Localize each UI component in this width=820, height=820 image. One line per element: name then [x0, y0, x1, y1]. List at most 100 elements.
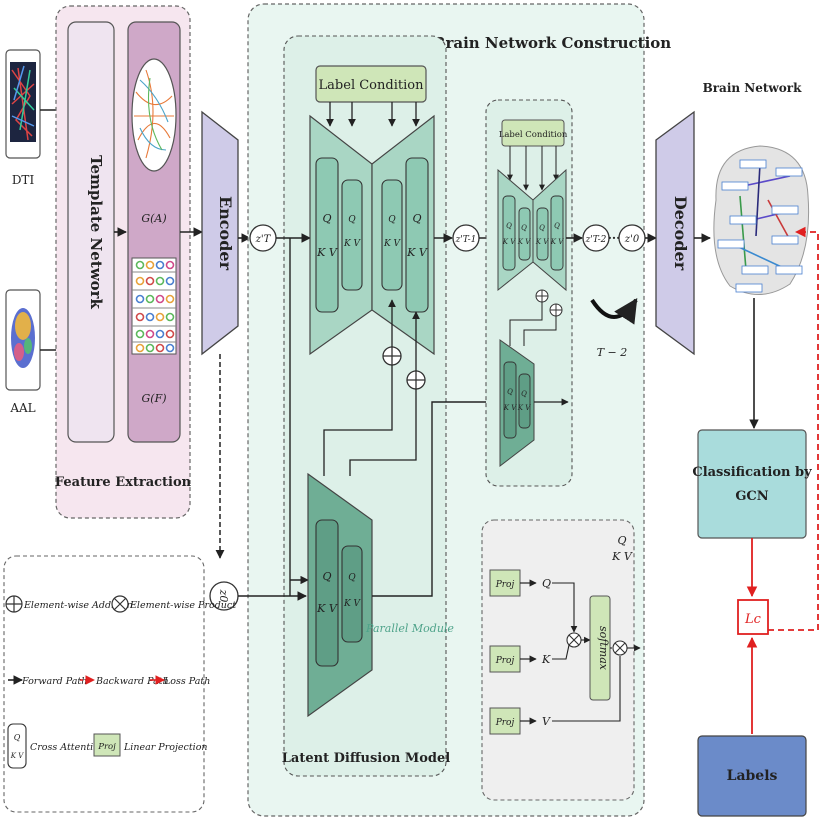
legend-cross-attention: Q K V Cross Attention [7, 723, 105, 769]
decoder-block: Decoder [655, 110, 695, 356]
svg-text:Proj: Proj [97, 742, 116, 752]
legend: Element-wise Addition Element-wise Produ… [3, 555, 236, 813]
svg-text:K V: K V [343, 599, 362, 609]
svg-text:Q: Q [507, 388, 513, 396]
svg-text:Q: Q [521, 224, 527, 232]
svg-text:K V: K V [316, 246, 338, 259]
svg-text:Proj: Proj [495, 718, 515, 728]
svg-text:softmax: softmax [597, 626, 610, 671]
svg-text:Cross Attention: Cross Attention [30, 742, 105, 753]
svg-text:Forward Path: Forward Path [21, 676, 87, 687]
classification-gcn-box: Classification by GCN [692, 429, 812, 539]
graph-f-icon [131, 257, 177, 355]
svg-text:Q: Q [412, 212, 421, 225]
graph-f-label: G(F) [141, 392, 166, 405]
svg-text:Element-wise Addition: Element-wise Addition [23, 600, 133, 611]
construction-title: Brain Network Construction [433, 34, 672, 52]
svg-text:Q: Q [617, 534, 626, 547]
svg-text:GCN: GCN [735, 489, 768, 504]
svg-text:K V: K V [550, 238, 564, 246]
svg-text:K V: K V [517, 404, 531, 412]
feature-extraction-panel: Template Network G(A) G(F) Featur [55, 5, 192, 519]
element-add-2 [406, 370, 426, 390]
legend-paths: Forward Path Backward Path Loss Path [8, 675, 210, 687]
parallel-module-label: Parallel Module [365, 622, 454, 635]
node-z-t2: z'T-2 [582, 224, 610, 252]
svg-text:Q: Q [554, 222, 560, 230]
node-z0: z0 [209, 581, 239, 611]
backward-path [768, 226, 819, 631]
node-z-t: z'T [249, 224, 277, 252]
svg-text:K V: K V [10, 752, 24, 760]
svg-text:Element-wise Product: Element-wise Product [129, 600, 236, 611]
template-network-label: Template Network [87, 155, 105, 309]
svg-text:Loss Path: Loss Path [163, 676, 210, 687]
node-z-t1: z'T-1 [452, 224, 480, 252]
svg-text:z'0: z'0 [624, 234, 640, 245]
svg-text:Labels: Labels [727, 768, 778, 784]
svg-text:K V: K V [316, 602, 338, 615]
svg-text:K V: K V [343, 239, 362, 249]
svg-text:Linear Projection: Linear Projection [123, 742, 208, 753]
svg-text:Proj: Proj [495, 656, 515, 666]
svg-text:Q: Q [348, 215, 356, 225]
diffusion-step-box: Label Condition Q K V Q K V Q K V Q K V [485, 99, 573, 487]
brain-network-icon [713, 145, 810, 295]
svg-text:K V: K V [502, 238, 516, 246]
svg-text:Q: Q [539, 224, 545, 232]
input-aal: AAL [5, 289, 41, 415]
svg-text:z'T-2: z'T-2 [585, 235, 607, 245]
feature-extraction-title: Feature Extraction [55, 475, 192, 490]
svg-text:K V: K V [611, 550, 633, 563]
svg-text:Q: Q [506, 222, 512, 230]
svg-text:Q: Q [521, 390, 527, 398]
qkv-block-2 [341, 179, 363, 291]
svg-text:V: V [542, 715, 551, 728]
svg-text:Q: Q [348, 573, 356, 583]
svg-text:Backward Path: Backward Path [95, 676, 169, 687]
graph-a-icon [131, 58, 177, 172]
svg-text:Lc: Lc [744, 612, 762, 627]
label-condition-box: Label Condition [315, 65, 427, 103]
softmax-box: softmax [589, 595, 611, 701]
node-z-0prime: z'0 [618, 224, 646, 252]
legend-element-add: Element-wise Addition [5, 595, 133, 613]
proj-v: Proj [489, 707, 521, 735]
arrow-parallel-out [372, 397, 501, 597]
qkv-block-3 [381, 179, 403, 291]
ellipsis: ··· [608, 231, 621, 245]
qkv-block-4 [405, 157, 429, 313]
svg-text:K V: K V [517, 238, 531, 246]
input-dti: DTI [5, 49, 41, 187]
label-condition-small-text: Label Condition [499, 130, 568, 140]
unet-main: Q K V Q K V Q K V Q K V [309, 114, 435, 356]
svg-text:Q: Q [322, 570, 331, 583]
svg-text:Proj: Proj [495, 580, 515, 590]
svg-text:Q: Q [322, 212, 331, 225]
loop-label: T − 2 [597, 346, 628, 359]
svg-text:K V: K V [535, 238, 549, 246]
svg-text:z0: z0 [217, 589, 230, 603]
parallel-module: Q K V Q K V Parallel Module [307, 472, 454, 718]
encoder-label: Encoder [216, 196, 235, 271]
svg-text:Q: Q [14, 733, 21, 742]
svg-text:K: K [541, 653, 551, 666]
labels-box: Labels [697, 735, 807, 817]
legend-linear-projection: Proj Linear Projection [93, 733, 208, 757]
decoder-label: Decoder [671, 196, 690, 271]
graph-a-label: G(A) [141, 212, 166, 225]
encoder-block: Encoder [201, 110, 239, 356]
proj-k: Proj [489, 645, 521, 673]
aal-label: AAL [9, 401, 35, 415]
svg-text:z'T: z'T [255, 234, 272, 245]
dti-label: DTI [12, 173, 35, 187]
svg-text:z'T-1: z'T-1 [455, 235, 477, 245]
brain-network-title: Brain Network [703, 81, 803, 95]
loss-box: Lc [737, 599, 769, 635]
qkv-block-1 [315, 157, 339, 313]
attention-detail: Q K V Proj Proj Proj Q K V softmax [481, 519, 641, 801]
svg-text:K V: K V [406, 246, 428, 259]
svg-text:K V: K V [383, 239, 402, 249]
svg-text:K V: K V [503, 404, 517, 412]
